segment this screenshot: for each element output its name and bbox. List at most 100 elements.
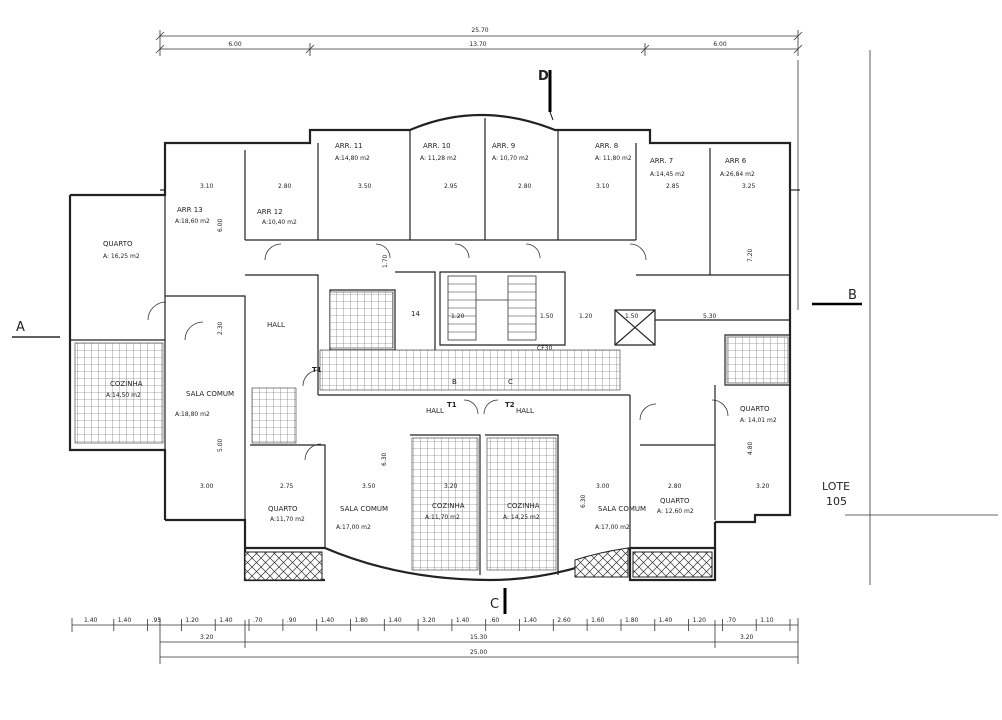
dim-mid-center: 15.30 bbox=[470, 634, 487, 641]
bottom-segment-label: 1.80 bbox=[625, 617, 639, 624]
room-name: ARR. 8 bbox=[595, 142, 618, 150]
lote-label: LOTE bbox=[822, 480, 850, 493]
room-area: A: 16,25 m2 bbox=[103, 253, 140, 260]
dim-label: 5.00 bbox=[217, 438, 224, 452]
room-area: A: 11,80 m2 bbox=[595, 155, 632, 162]
bottom-segment-label: 1.80 bbox=[355, 617, 369, 624]
section-d-label: D bbox=[538, 69, 549, 84]
dim-right-top: 6.00 bbox=[713, 41, 727, 48]
dim-label: 3.00 bbox=[200, 483, 214, 490]
dim-left-top: 6.00 bbox=[228, 41, 242, 48]
dim-label: 3.25 bbox=[742, 183, 756, 190]
dim-label: 2.75 bbox=[280, 483, 294, 490]
dim-label: 6.30 bbox=[580, 494, 587, 508]
bottom-segment-label: 1.20 bbox=[693, 617, 707, 624]
dim-label: 2.80 bbox=[668, 483, 682, 490]
room-name: HALL bbox=[267, 321, 285, 329]
dim-label: 4.80 bbox=[747, 441, 754, 455]
room-area: A: 14,25 m2 bbox=[503, 514, 540, 521]
dim-label: 3.10 bbox=[596, 183, 610, 190]
dim-label: 1.50 bbox=[540, 313, 554, 320]
dim-mid-right: 3.20 bbox=[740, 634, 754, 641]
room-area: A: 10,70 m2 bbox=[492, 155, 529, 162]
dim-label: 3.20 bbox=[444, 483, 458, 490]
room-area: A:18,60 m2 bbox=[175, 218, 210, 225]
bottom-segment-label: .95 bbox=[152, 617, 162, 624]
dim-total-top: 25.70 bbox=[471, 27, 488, 34]
section-b-label: B bbox=[848, 288, 857, 303]
tiled-areas bbox=[74, 291, 789, 571]
room-name: ARR 13 bbox=[177, 206, 203, 214]
dim-middle-top: 13.70 bbox=[469, 41, 486, 48]
room-name: ARR. 11 bbox=[335, 142, 363, 150]
room-area: A: 12,60 m2 bbox=[657, 508, 694, 515]
dim-total-bottom: 25.00 bbox=[470, 649, 487, 656]
bottom-segment-label: 3.20 bbox=[422, 617, 436, 624]
dim-label: 3.50 bbox=[362, 483, 376, 490]
bottom-dimension-lines bbox=[71, 618, 799, 664]
bottom-segment-label: 1.20 bbox=[185, 617, 199, 624]
room-name: SALA COMUM bbox=[598, 505, 646, 513]
room-name: HALL bbox=[516, 407, 534, 415]
room-area: A: 14,01 m2 bbox=[740, 417, 777, 424]
bottom-segment-label: .70 bbox=[726, 617, 736, 624]
bottom-segment-label: 1.40 bbox=[321, 617, 335, 624]
room-name: QUARTO bbox=[103, 240, 133, 248]
t1-label-b: T1 bbox=[447, 401, 457, 409]
section-a-label: A bbox=[16, 320, 25, 335]
dim-label: 7.20 bbox=[747, 248, 754, 262]
bottom-segment-label: 1.10 bbox=[760, 617, 774, 624]
room-name: QUARTO bbox=[660, 497, 690, 505]
bottom-segment-label: 1.40 bbox=[659, 617, 673, 624]
t2-label: T2 bbox=[505, 401, 515, 409]
dim-label: 5.30 bbox=[703, 313, 717, 320]
room-name: SALA COMUM bbox=[340, 505, 388, 513]
lote-number: 105 bbox=[826, 495, 847, 508]
bottom-segment-label: .70 bbox=[253, 617, 263, 624]
room-name: HALL bbox=[426, 407, 444, 415]
room-name: ARR. 9 bbox=[492, 142, 515, 150]
dim-label: 2.30 bbox=[217, 321, 224, 335]
dim-label: 6.00 bbox=[217, 218, 224, 232]
dim-label: 6.30 bbox=[381, 452, 388, 466]
dim-label: 1.20 bbox=[579, 313, 593, 320]
dim-label: 1.50 bbox=[625, 313, 639, 320]
top-dimension-lines bbox=[155, 30, 803, 310]
room-name: QUARTO bbox=[268, 505, 298, 513]
room-area: A: 11,28 m2 bbox=[420, 155, 457, 162]
section-markers bbox=[12, 70, 862, 614]
core-b-label: B bbox=[452, 378, 457, 386]
room-labels: QUARTO A: 16,25 m2 ARR 13 A:18,60 m2 ARR… bbox=[103, 142, 777, 531]
dim-label: 3.50 bbox=[358, 183, 372, 190]
bottom-segment-label: 2.60 bbox=[557, 617, 571, 624]
room-area: A:26,84 m2 bbox=[720, 171, 755, 178]
right-extension bbox=[845, 50, 998, 585]
room-area: A:18,80 m2 bbox=[175, 411, 210, 418]
room-area: A:11,70 m2 bbox=[425, 514, 460, 521]
room-name: ARR. 10 bbox=[423, 142, 451, 150]
bottom-segment-label: .60 bbox=[490, 617, 500, 624]
dim-label: 1.20 bbox=[451, 313, 465, 320]
dim-label: 1.70 bbox=[382, 254, 389, 268]
dim-mid-left: 3.20 bbox=[200, 634, 214, 641]
bottom-segment-label: 1.40 bbox=[84, 617, 98, 624]
dim-label: 2.80 bbox=[518, 183, 532, 190]
stairs bbox=[447, 275, 537, 341]
dim-label: 2.80 bbox=[278, 183, 292, 190]
room-area: A:17,00 m2 bbox=[595, 524, 630, 531]
room-area: A:14,45 m2 bbox=[650, 171, 685, 178]
dim-label: 3.00 bbox=[596, 483, 610, 490]
core-c-label: C bbox=[508, 378, 513, 386]
dim-label: 3.10 bbox=[200, 183, 214, 190]
bottom-segment-label: 1.40 bbox=[388, 617, 402, 624]
interior-walls bbox=[70, 118, 800, 575]
dim-label: 2.85 bbox=[666, 183, 680, 190]
dim-label: 3.20 bbox=[756, 483, 770, 490]
door-swings bbox=[147, 243, 729, 461]
bottom-segment-label: 1.40 bbox=[524, 617, 538, 624]
room-area: A:17,00 m2 bbox=[336, 524, 371, 531]
room-name: QUARTO bbox=[740, 405, 770, 413]
bottom-segment-label: 1.60 bbox=[591, 617, 605, 624]
